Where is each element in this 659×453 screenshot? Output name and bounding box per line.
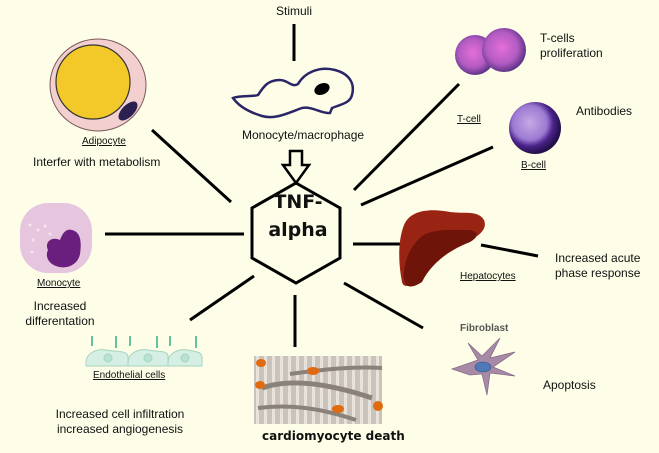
b-cell-label: B-cell bbox=[521, 160, 547, 171]
t-cell-effect-line1: T-cells bbox=[540, 31, 575, 45]
tnf-alpha-hexagon bbox=[250, 181, 342, 285]
connector-fibroblast bbox=[343, 281, 424, 330]
adipocyte-label: Adipocyte bbox=[82, 136, 126, 147]
connector-tcell bbox=[352, 82, 461, 192]
endothelial-cells-icon bbox=[85, 349, 203, 367]
down-arrow-icon bbox=[280, 149, 312, 186]
adipocyte-effect: Interfer with metabolism bbox=[33, 155, 161, 169]
connector-adipocyte bbox=[150, 128, 233, 204]
hepatocyte-effect-line2: phase response bbox=[555, 266, 641, 280]
macrophage-nucleus bbox=[314, 82, 330, 96]
t-cell-label: T-cell bbox=[457, 114, 481, 125]
hepatocyte-effect-line1: Increased acute bbox=[555, 251, 641, 265]
tnf-alpha-line1: TNF- bbox=[273, 191, 323, 213]
endothelial-receptors bbox=[91, 336, 197, 348]
monocyte-macrophage-label: Monocyte/macrophage bbox=[242, 128, 365, 142]
hepatocytes-label: Hepatocytes bbox=[460, 271, 516, 282]
monocyte-effect-line2: differentation bbox=[25, 314, 95, 328]
cardiomyocyte-icon bbox=[254, 356, 383, 424]
monocyte-effect-line1: Increased bbox=[33, 299, 87, 313]
fibroblast-icon bbox=[450, 337, 516, 396]
b-cell-icon bbox=[509, 102, 561, 154]
t-cell-effect-line2: proliferation bbox=[540, 46, 603, 60]
connector-bcell bbox=[360, 145, 494, 207]
endothelial-effect-line1: Increased cell infiltration bbox=[55, 407, 185, 421]
adipocyte-icon bbox=[49, 38, 147, 132]
stimuli-label: Stimuli bbox=[276, 4, 313, 18]
monocyte-icon bbox=[20, 203, 92, 273]
tnf-alpha-title: TNF- alpha bbox=[258, 188, 338, 244]
cardiomyocyte-effect: cardiomyocyte death bbox=[262, 429, 405, 443]
fibroblast-label: Fibroblast bbox=[460, 323, 509, 334]
fibroblast-effect: Apoptosis bbox=[543, 378, 596, 392]
endothelial-cells-label: Endothelial cells bbox=[93, 370, 166, 381]
monocyte-label: Monocyte bbox=[37, 278, 81, 289]
liver-icon bbox=[399, 210, 485, 287]
monocyte-effect: Increased differentation bbox=[18, 299, 102, 329]
endothelial-effect-line2: increased angiogenesis bbox=[56, 422, 184, 436]
connector-endothelial bbox=[189, 274, 255, 322]
t-cell-icon bbox=[455, 28, 526, 75]
endothelial-effect: Increased cell infiltration increased an… bbox=[20, 407, 220, 437]
macrophage-icon bbox=[231, 67, 354, 119]
connector-liver-effect bbox=[480, 243, 539, 258]
b-cell-effect: Antibodies bbox=[576, 104, 633, 118]
tnf-alpha-line2: alpha bbox=[268, 219, 328, 241]
